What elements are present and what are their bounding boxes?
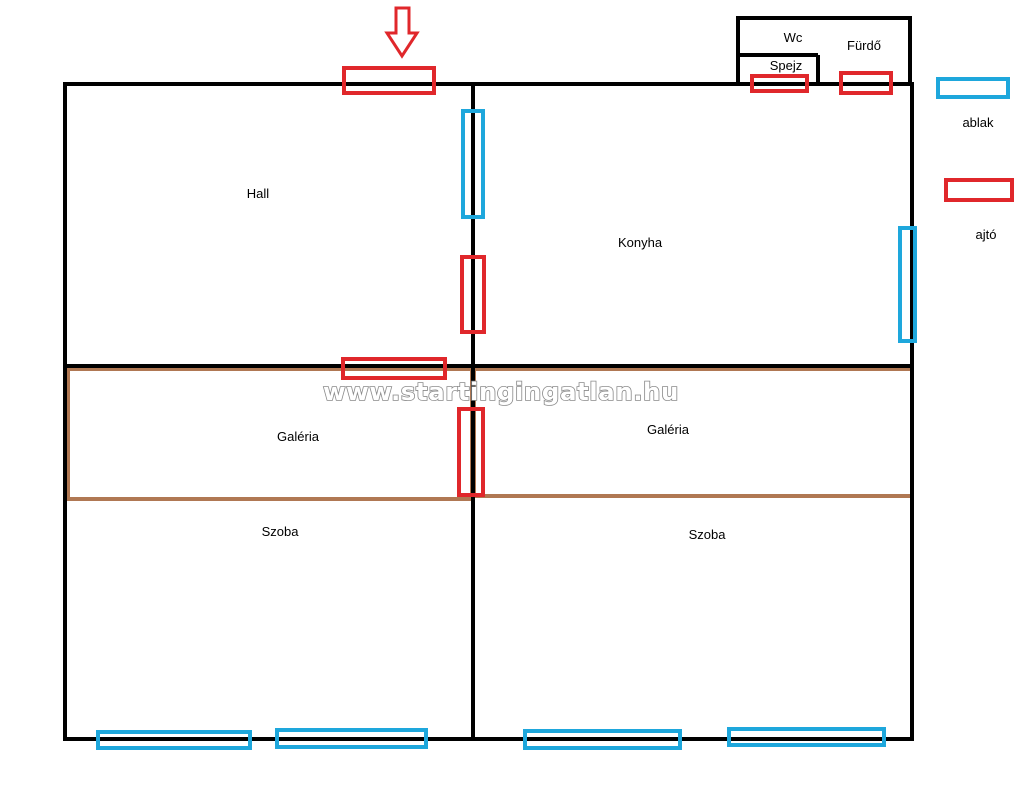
door-spejz [750, 74, 809, 93]
door-hall-gallery [341, 357, 447, 380]
room-label-galeria-left: Galéria [277, 429, 320, 444]
room-label-hall: Hall [247, 186, 270, 201]
legend-door-swatch [944, 178, 1014, 202]
windows [96, 109, 917, 750]
outer-wall [63, 82, 914, 741]
room-label-szoba-right: Szoba [689, 527, 727, 542]
door-entrance [342, 66, 436, 95]
legend-door-label: ajtó [976, 227, 997, 242]
room-label-furdo: Fürdő [847, 38, 881, 53]
room-label-szoba-left: Szoba [262, 524, 300, 539]
window-bottom-1 [96, 730, 252, 750]
room-labels: Hall Konyha Galéria Galéria Szoba Szoba … [247, 30, 881, 542]
door-furdo [839, 71, 893, 95]
room-label-galeria-right: Galéria [647, 422, 690, 437]
window-bottom-4 [727, 727, 886, 747]
watermark: www.startingingatlan.hu [323, 378, 679, 406]
legend-window-swatch [936, 77, 1010, 99]
window-kitchen-right [898, 226, 917, 343]
door-gallery-middle [457, 407, 485, 497]
window-hall-kitchen [461, 109, 485, 219]
legend: ablak ajtó [936, 77, 1014, 242]
down-arrow-icon [384, 6, 420, 59]
walls [63, 16, 914, 741]
room-label-wc: Wc [784, 30, 803, 45]
window-bottom-2 [275, 728, 428, 749]
room-label-konyha: Konyha [618, 235, 663, 250]
doors [341, 66, 893, 497]
bathroom-block-wall [736, 16, 912, 84]
door-hall-kitchen [460, 255, 486, 334]
room-label-spejz: Spejz [770, 58, 803, 73]
legend-window-label: ablak [962, 115, 994, 130]
window-bottom-3 [523, 729, 682, 750]
